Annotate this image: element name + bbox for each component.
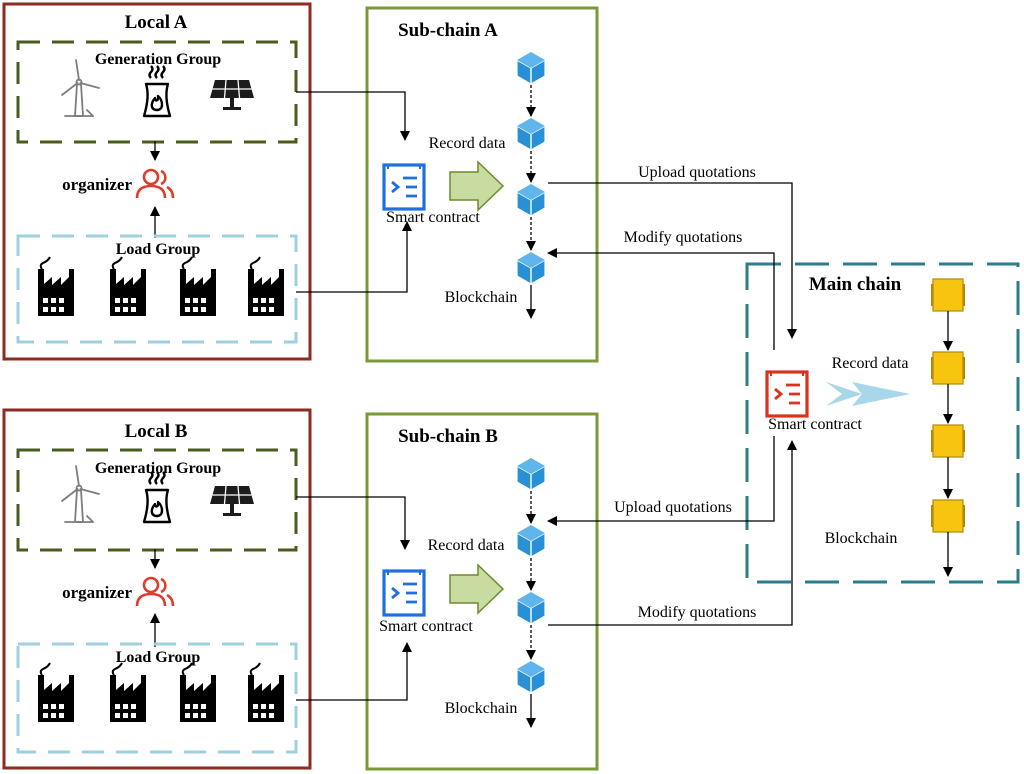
factory-icon: [37, 256, 75, 317]
subchain-b-panel: Sub-chain B Smart contract Record data B…: [365, 412, 599, 771]
gold-block-icon: [930, 278, 966, 312]
subchain-b-title: Sub-chain B: [398, 426, 498, 447]
gold-block-icon: [930, 351, 966, 385]
cube-block-icon: [516, 183, 546, 217]
gold-block-icon: [930, 424, 966, 458]
wind-turbine-icon: [61, 59, 100, 117]
local-a-title: Local A: [125, 12, 188, 33]
cube-block-icon: [516, 524, 546, 558]
local-a-load-group-box: [16, 234, 298, 344]
factory-icon: [179, 662, 217, 723]
subchain-a-title: Sub-chain A: [398, 20, 498, 41]
local-b-load-group-label: Load Group: [116, 649, 201, 666]
record-arrow: [449, 563, 505, 615]
local-a-load-group-label: Load Group: [116, 241, 201, 258]
cube-block-icon: [516, 251, 546, 285]
subchain-b-record-label: Record data: [428, 537, 505, 554]
contract-document-icon: [382, 569, 426, 617]
main-chain-record-label: Record data: [832, 355, 909, 372]
local-b-organizer-label: organizer: [62, 583, 132, 602]
contract-document-icon: [765, 370, 809, 418]
local-b-panel: Local B Generation Group organizer Load …: [2, 408, 312, 770]
local-b-generation-group-box: [16, 448, 298, 552]
main-chain-contract-label: Smart contract: [768, 416, 862, 433]
subchain-a-blockchain-label: Blockchain: [445, 289, 518, 306]
cube-block-icon: [516, 660, 546, 694]
people-icon: [135, 168, 175, 200]
factory-icon: [247, 662, 285, 723]
subchain-a-record-label: Record data: [429, 135, 506, 152]
factory-icon: [109, 662, 147, 723]
gold-block-icon: [930, 499, 966, 533]
main-chain-panel: Main chain Smart contract Record data Bl…: [745, 262, 1020, 584]
factory-icon: [109, 256, 147, 317]
factory-icon: [37, 662, 75, 723]
factory-icon: [179, 256, 217, 317]
people-icon: [135, 576, 175, 608]
cube-block-icon: [516, 117, 546, 151]
subchain-b-blockchain-label: Blockchain: [445, 700, 518, 717]
local-a-generation-group-label: Generation Group: [95, 51, 221, 68]
solar-panel-icon: [209, 485, 255, 517]
solar-panel-icon: [209, 79, 255, 111]
main-chain-title: Main chain: [809, 274, 902, 295]
factory-icon: [247, 256, 285, 317]
cube-block-icon: [516, 51, 546, 85]
cube-block-icon: [516, 591, 546, 625]
thermal-plant-icon: [142, 470, 172, 524]
cube-block-icon: [516, 457, 546, 491]
subchain-b-modify-label: Modify quotations: [638, 604, 757, 621]
local-a-organizer-label: organizer: [62, 175, 132, 194]
local-b-title: Local B: [125, 421, 188, 442]
local-b-load-group-box: [16, 642, 298, 754]
subchain-a-contract-label: Smart contract: [386, 209, 480, 226]
thermal-plant-icon: [142, 64, 172, 118]
record-arrow: [449, 160, 505, 212]
subchain-a-upload-label: Upload quotations: [638, 164, 756, 181]
subchain-a-modify-label: Modify quotations: [624, 229, 743, 246]
record-arrow: [826, 382, 910, 406]
local-b-generation-group-label: Generation Group: [95, 460, 221, 477]
wind-turbine-icon: [61, 465, 100, 523]
local-a-panel: Local A Generation Group organizer Load …: [2, 2, 312, 361]
main-chain-blockchain-label: Blockchain: [825, 530, 898, 547]
main-chain-box: [745, 262, 1020, 584]
connectors: Upload quotations Modify quotations Uplo…: [296, 91, 797, 701]
subchain-a-panel: Sub-chain A Smart contract Record data B…: [365, 6, 599, 363]
contract-document-icon: [382, 163, 426, 211]
subchain-b-upload-label: Upload quotations: [614, 499, 732, 516]
subchain-b-contract-label: Smart contract: [379, 618, 473, 635]
